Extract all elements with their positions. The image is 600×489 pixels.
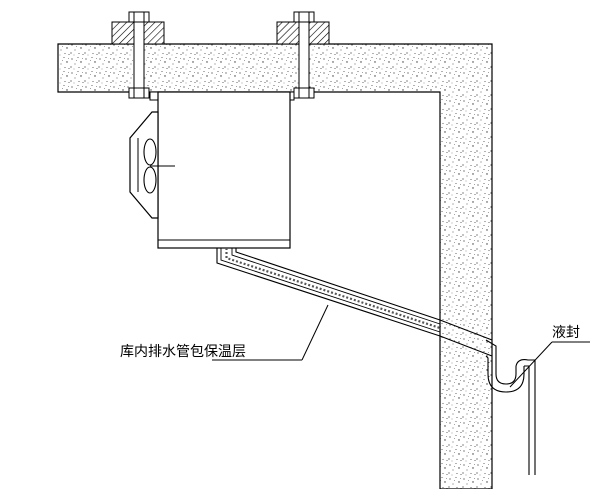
drain-pipe [216, 248, 441, 337]
drain-pipe-outside [485, 339, 497, 374]
seal-leader-line [509, 341, 553, 388]
fan-icon [143, 138, 175, 194]
drain-pipe-insulation-label: 库内排水管包保温层 [120, 344, 246, 360]
fan-housing [129, 111, 159, 219]
evaporator-unit [157, 91, 291, 249]
hanger-bolt-left [128, 11, 150, 99]
insulation-leader-line [301, 304, 329, 361]
liquid-seal-trap [487, 359, 536, 475]
drain-pipe-through-wall [439, 319, 493, 357]
hanger-bolt-right [293, 11, 315, 99]
liquid-seal-label: 液封 [552, 325, 580, 341]
ceiling-and-wall [57, 43, 493, 489]
